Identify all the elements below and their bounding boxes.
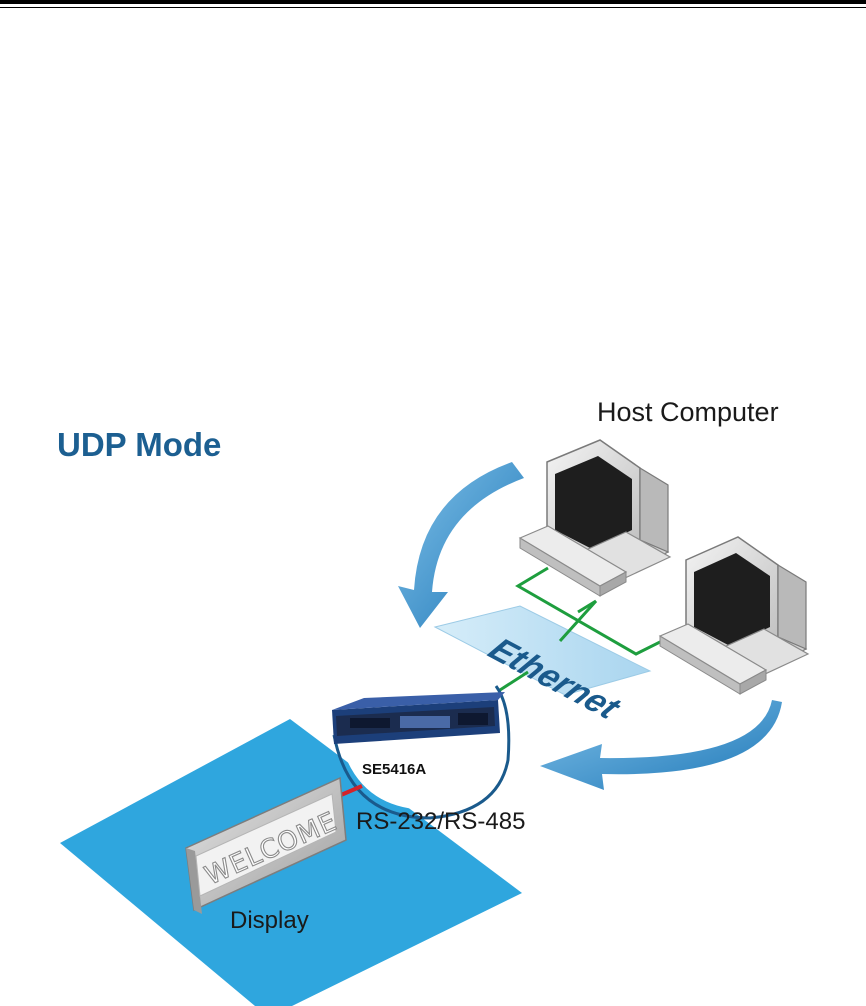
serial-interface-label: RS-232/RS-485 bbox=[356, 808, 525, 835]
header-rule-thick bbox=[0, 0, 866, 4]
display-sign-icon: WELCOME bbox=[185, 776, 347, 914]
display-label: Display bbox=[230, 907, 309, 934]
host-computer-label: Host Computer bbox=[597, 397, 779, 427]
host-computer-icon bbox=[518, 439, 672, 597]
host-computer-icon bbox=[658, 536, 810, 695]
header-rule-thin bbox=[0, 7, 866, 8]
data-flow-arrow-in bbox=[398, 462, 524, 628]
serial-device-server-icon: SE5416A bbox=[332, 685, 511, 820]
diagram-title: UDP Mode bbox=[57, 426, 221, 463]
device-model-label: SE5416A bbox=[362, 761, 426, 778]
data-flow-arrow-out bbox=[540, 700, 782, 790]
